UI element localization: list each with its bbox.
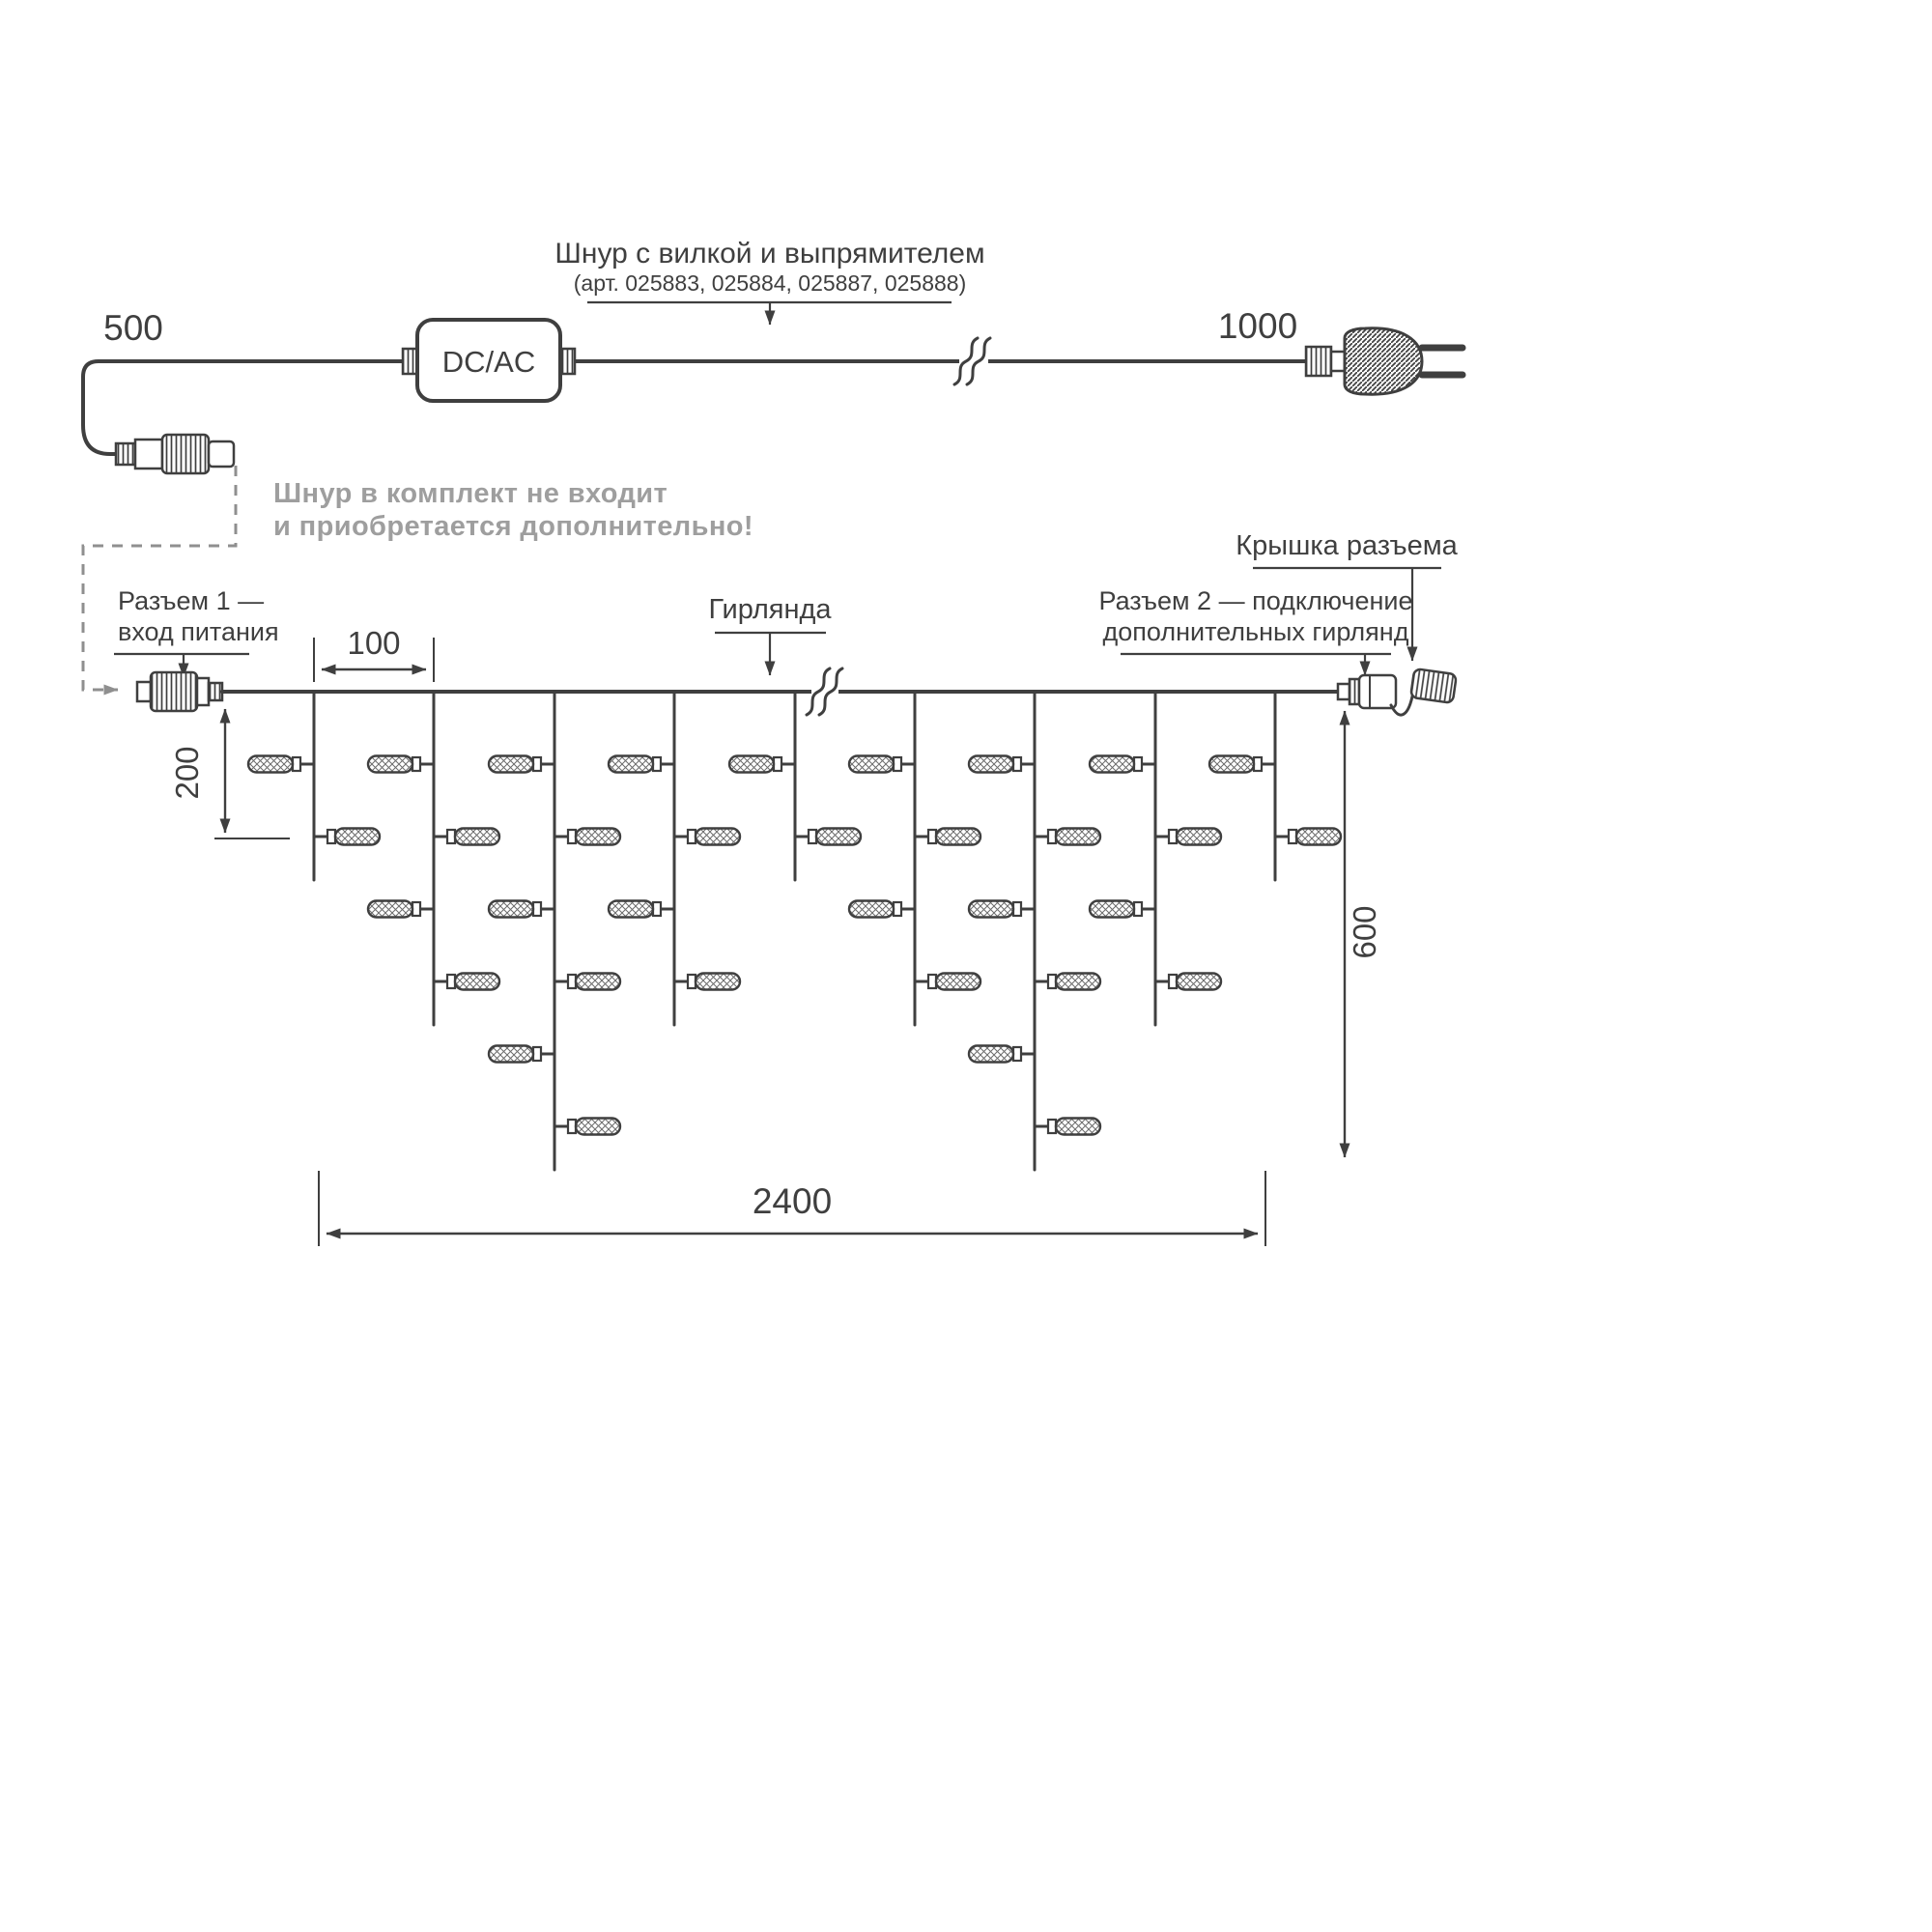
dim-1000-label: 1000 [1218, 306, 1297, 346]
dim-600: 600 [1339, 710, 1382, 1158]
connector2-label-line1: Разъем 2 — подключение [1098, 586, 1412, 615]
dim-2400: 2400 [318, 1171, 1266, 1246]
not-included-note: Шнур в комплект не входит и приобретаетс… [273, 478, 753, 542]
led-bulb [487, 1044, 535, 1064]
garland-connector2 [1336, 668, 1458, 717]
led-bulb [366, 899, 414, 919]
led-bulb [1208, 754, 1256, 774]
led-bulb [967, 1044, 1015, 1064]
connector1-label-line2: вход питания [118, 617, 279, 646]
dcac-left-nub [401, 347, 419, 376]
connector-knurled-cap [160, 433, 211, 475]
led-bulb [727, 754, 776, 774]
dcac-converter: DC/AC [401, 318, 577, 403]
connector1-tip [135, 680, 153, 703]
connector1-callout: Разъем 1 — вход питания [114, 586, 279, 678]
led-bulb [453, 972, 501, 991]
led-bulb [934, 972, 982, 991]
dcac-right-nub [558, 347, 577, 376]
garland-label: Гирлянда [708, 594, 832, 625]
cord-break-curve [952, 336, 980, 386]
led-bulb [1054, 972, 1102, 991]
connector2-stub [1336, 682, 1351, 701]
plug-neck [1329, 350, 1347, 373]
note-line2: и приобретается дополнительно! [273, 511, 753, 542]
led-bulb [487, 899, 535, 919]
connector2-ring [1348, 677, 1361, 706]
connector1-label-line1: Разъем 1 — [118, 586, 264, 615]
connector1-stub [207, 681, 224, 702]
dim-100-label: 100 [347, 625, 400, 661]
dim-200-label: 200 [169, 746, 205, 799]
connector1-knurled-cap [149, 670, 199, 713]
power-plug [1304, 327, 1466, 396]
bulb-holder [411, 755, 422, 773]
garland-callout: Гирлянда [708, 594, 832, 676]
plug-cord-grip [1304, 345, 1333, 378]
led-bulb [453, 827, 501, 846]
led-bulb [1294, 827, 1343, 846]
led-bulb [607, 899, 655, 919]
power-cord-callout: Шнур с вилкой и выпрямителем (арт. 02588… [554, 238, 985, 326]
led-bulb [1175, 827, 1223, 846]
led-bulb [847, 899, 895, 919]
adapter-output-connector [114, 433, 236, 475]
led-bulb [814, 827, 863, 846]
dashed-connection-path [81, 466, 238, 696]
connector-ring [133, 438, 164, 470]
dcac-label: DC/AC [442, 345, 535, 379]
led-bulb [607, 754, 655, 774]
led-bulb [967, 754, 1015, 774]
cord-title-label: Шнур с вилкой и выпрямителем [554, 238, 984, 270]
power-cord-wire [81, 336, 1308, 456]
led-bulb [1175, 972, 1223, 991]
cord-left-wire [81, 359, 412, 456]
dim-600-label: 600 [1347, 905, 1382, 958]
led-bulb [1054, 1117, 1102, 1136]
led-bulb [694, 827, 742, 846]
connector-cap [1409, 668, 1458, 704]
led-bulb [574, 827, 622, 846]
led-bulb [487, 754, 535, 774]
connector1-ring [195, 676, 211, 707]
note-line1: Шнур в комплект не входит [273, 478, 668, 509]
led-bulb [967, 899, 1015, 919]
cap-label: Крышка разъема [1236, 530, 1458, 561]
led-bulb [333, 827, 382, 846]
cord-subtitle-label: (арт. 025883, 025884, 025887, 025888) [574, 270, 967, 296]
plug-body [1343, 327, 1424, 396]
led-bulb [1088, 899, 1136, 919]
led-bulb [366, 754, 414, 774]
dcac-box [415, 318, 562, 403]
garland-wire-group [220, 667, 1340, 717]
connector2-label-line2: дополнительных гирлянд [1103, 617, 1409, 646]
cap-tether-cable [1389, 690, 1415, 717]
dim-100: 100 [313, 625, 435, 682]
connector-end-cap [207, 440, 236, 469]
led-bulb [1054, 827, 1102, 846]
garland-break-curve [805, 667, 832, 717]
garland-drops [246, 690, 1343, 1172]
bulb-holder [411, 900, 422, 918]
garland-break-curve [817, 667, 844, 717]
led-bulb [574, 1117, 622, 1136]
dim-500-label: 500 [103, 308, 163, 348]
garland-connector1 [135, 670, 224, 713]
led-bulb [847, 754, 895, 774]
led-bulb [934, 827, 982, 846]
cord-break-curve [965, 336, 992, 386]
dim-2400-label: 2400 [753, 1181, 832, 1221]
connector2-body [1357, 673, 1398, 710]
dim-200: 200 [169, 708, 290, 839]
led-bulb [246, 754, 295, 774]
cap-callout: Крышка разъема [1236, 530, 1459, 662]
led-bulb [694, 972, 742, 991]
led-bulb [574, 972, 622, 991]
connector-stub [114, 441, 137, 467]
connector2-callout: Разъем 2 — подключение дополнительных ги… [1098, 586, 1413, 676]
led-bulb [1088, 754, 1136, 774]
